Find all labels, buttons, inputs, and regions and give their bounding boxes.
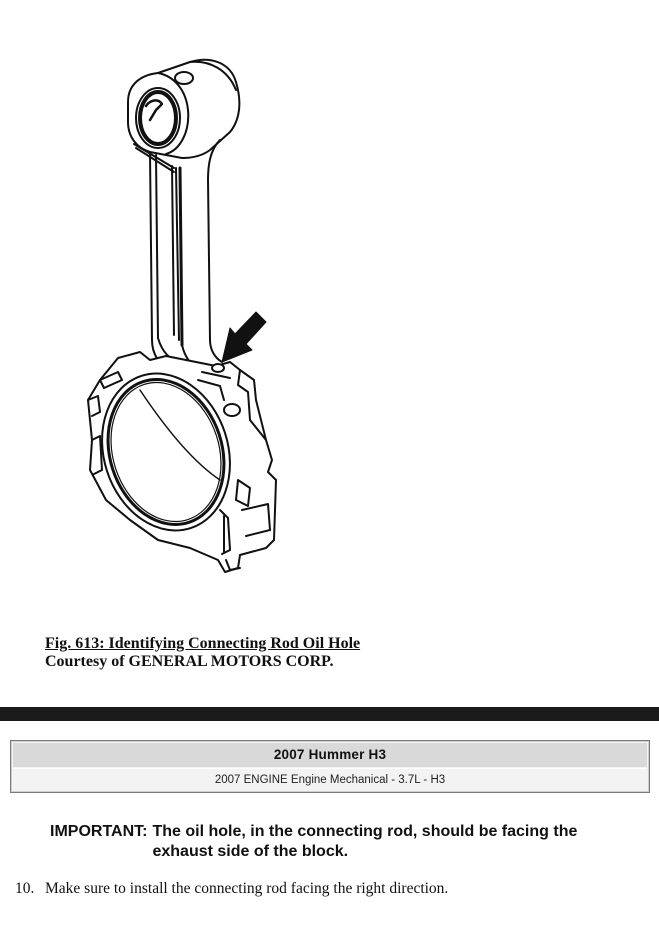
figure-title: Fig. 613: Identifying Connecting Rod Oil… xyxy=(45,635,361,652)
callout-arrow-icon xyxy=(221,311,267,363)
rod-beam-icon xyxy=(149,139,223,371)
connecting-rod-figure xyxy=(70,40,300,585)
big-end-icon xyxy=(87,351,277,573)
step-number: 10. xyxy=(15,880,35,897)
vehicle-title: 2007 Hummer H3 xyxy=(13,743,647,767)
small-end-icon xyxy=(127,58,241,173)
important-text: The oil hole, in the connecting rod, sho… xyxy=(152,823,578,860)
procedure-step: 10. Make sure to install the connecting … xyxy=(15,879,448,899)
important-note: IMPORTANT: The oil hole, in the connecti… xyxy=(50,822,630,862)
figure-caption: Fig. 613: Identifying Connecting Rod Oil… xyxy=(45,635,360,671)
important-label: IMPORTANT: xyxy=(50,823,148,840)
vehicle-header-box: 2007 Hummer H3 2007 ENGINE Engine Mechan… xyxy=(10,740,650,793)
figure-credit: Courtesy of GENERAL MOTORS CORP. xyxy=(45,653,334,670)
section-subtitle: 2007 ENGINE Engine Mechanical - 3.7L - H… xyxy=(13,768,647,791)
page-divider xyxy=(0,707,659,721)
step-text: Make sure to install the connecting rod … xyxy=(45,880,449,897)
oil-hole-icon xyxy=(211,363,225,373)
